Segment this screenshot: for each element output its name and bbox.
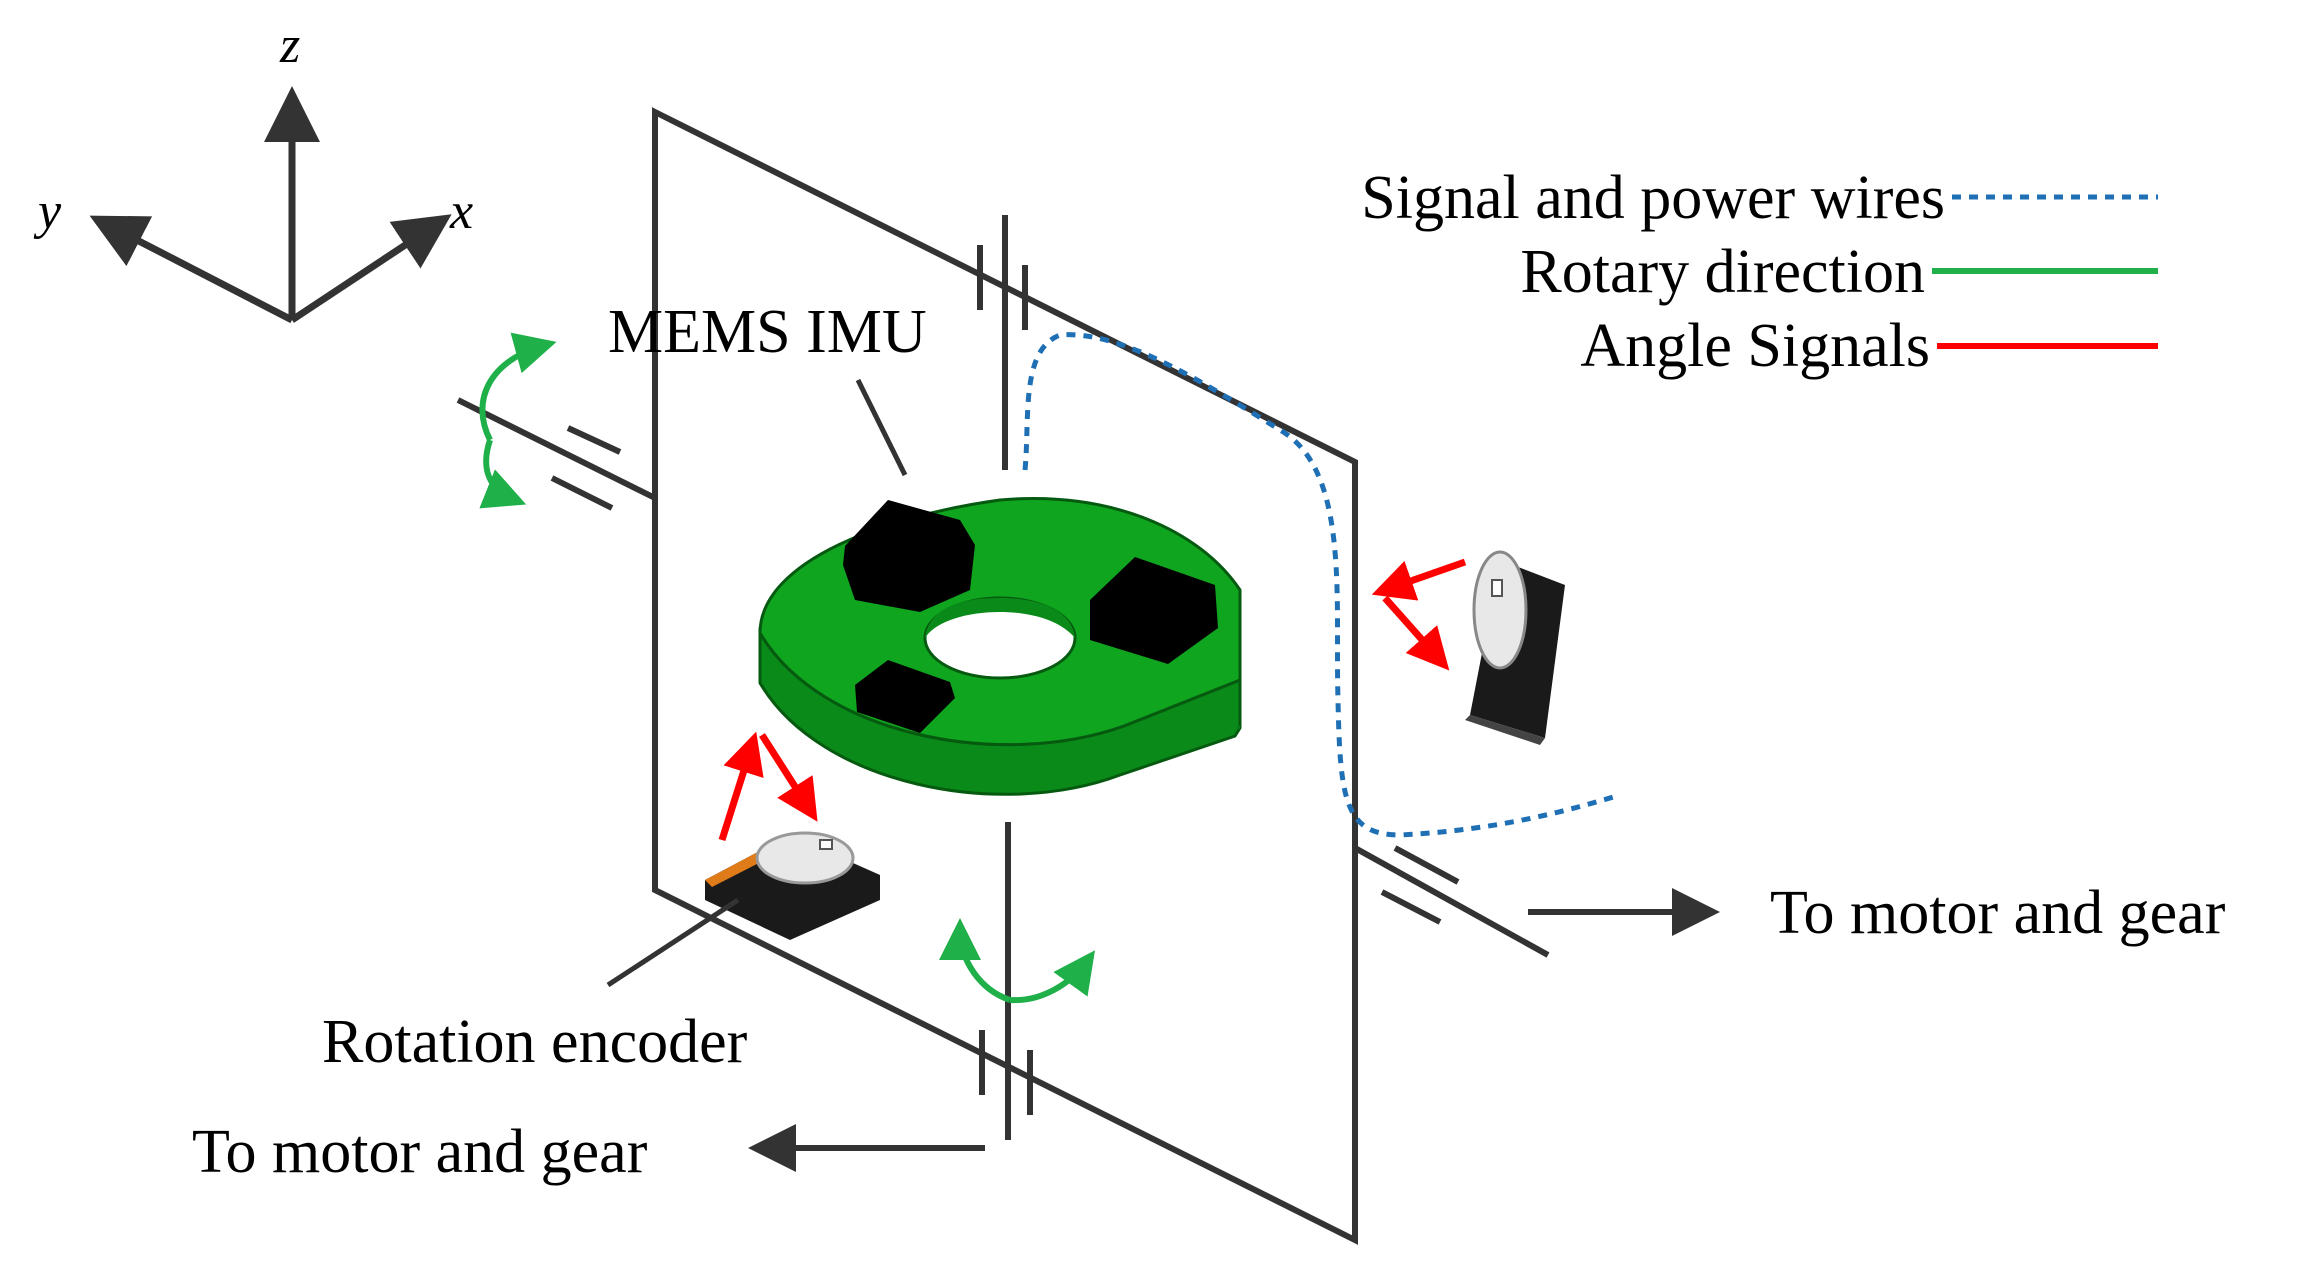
left-shaft [456, 397, 657, 501]
angle-signal-arrow [759, 733, 818, 822]
encoder-indicator [1491, 579, 1503, 597]
encoder-disc [755, 831, 855, 885]
coordinate-axes: z x y [33, 17, 473, 324]
rotary-arrow-left-up [479, 332, 557, 442]
legend-label-rotary: Rotary direction [1520, 238, 1925, 306]
y-axis-arrow [89, 215, 294, 324]
rotation-encoder-leader [606, 897, 740, 988]
left-shaft-bearing [566, 425, 622, 455]
rotary-arrow-bottom-right [1009, 950, 1096, 1004]
imu-chips [843, 500, 1218, 733]
platform-hole-wall [925, 598, 1075, 638]
x-axis-arrow [290, 214, 452, 323]
encoder-indicator [819, 839, 833, 850]
encoder-disc [1472, 550, 1528, 670]
x-axis-label: x [449, 183, 473, 240]
right-shaft [1353, 845, 1550, 958]
legend-label-wires: Signal and power wires [1361, 164, 1945, 232]
legend-label-signals: Angle Signals [1580, 312, 1930, 380]
mems-imu-label: MEMS IMU [608, 298, 927, 366]
rotary-arrow-left-down [479, 439, 527, 509]
rotary-arrow-bottom-left [939, 918, 1012, 1003]
signal-power-wire [1022, 332, 1621, 838]
to-motor-bottom-label: To motor and gear [192, 1118, 648, 1186]
angle-signal-arrow [718, 731, 764, 842]
angle-signal-arrows [718, 558, 1467, 842]
to-motor-right-label: To motor and gear [1770, 879, 2226, 947]
imu-chip-icon [1090, 557, 1218, 664]
y-axis-label: y [33, 183, 62, 240]
right-shaft-bearing [1393, 845, 1460, 885]
legend: Signal and power wires Rotary direction … [1361, 164, 2158, 380]
right-shaft-bearing [1380, 889, 1442, 925]
angle-signal-arrow [1371, 558, 1467, 601]
rotation-encoder-bottom [705, 831, 880, 940]
rotation-encoder-right [1465, 550, 1565, 745]
imu-chip-icon [843, 500, 975, 612]
z-axis-label: z [279, 17, 300, 74]
angle-signal-arrow [1382, 595, 1450, 671]
imu-chip-icon [855, 660, 955, 733]
encoder-edge [1465, 715, 1545, 745]
mems-imu-leader [855, 378, 908, 477]
rotary-direction-arrows [479, 332, 1096, 1004]
left-shaft-bearing [550, 475, 614, 511]
rotation-encoder-label: Rotation encoder [322, 1008, 748, 1076]
